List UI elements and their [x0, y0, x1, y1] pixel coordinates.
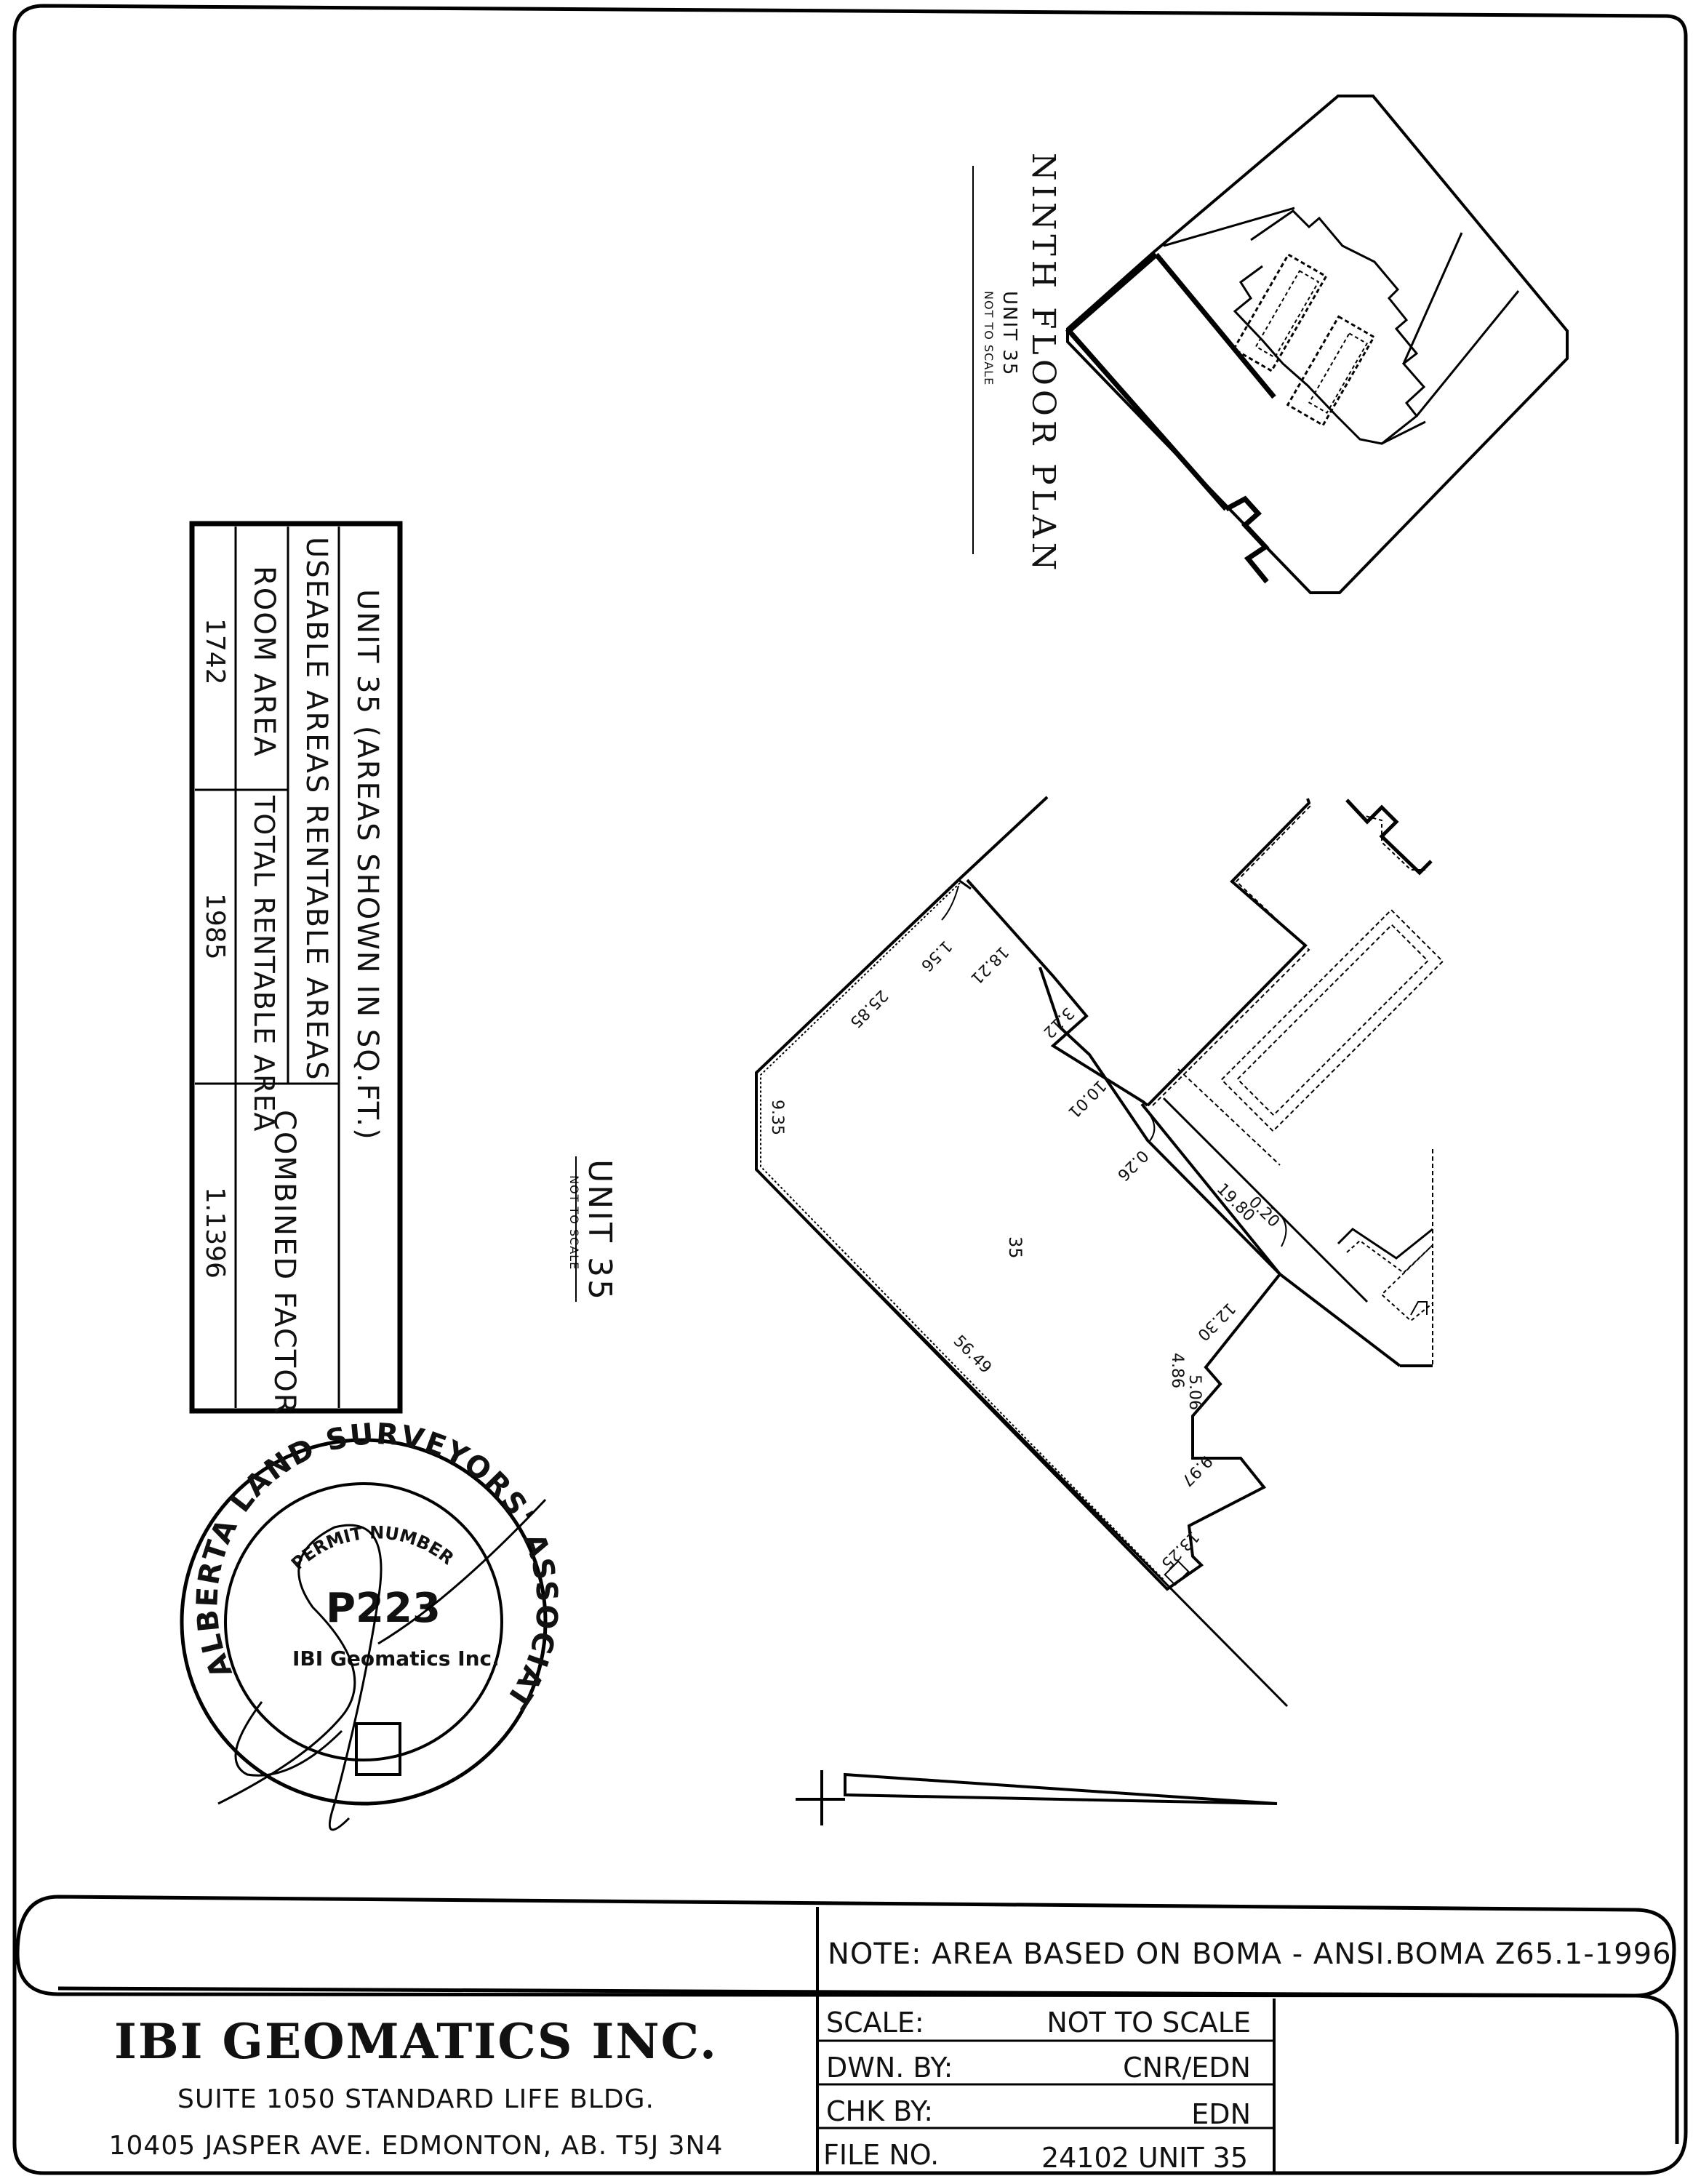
- dim-10-01: 10.01: [1064, 1076, 1109, 1121]
- unit-end-tick-2: [958, 879, 972, 890]
- dim-9-35: 9.35: [768, 1100, 786, 1135]
- unit-corridor-wall-1: [1177, 1068, 1281, 1166]
- unit-elevator-bank-2-dashed: [1346, 1239, 1433, 1322]
- seal-permit-number: P223: [326, 1585, 441, 1632]
- company-address-2: 10405 JASPER AVE. EDMONTON, AB. T5J 3N4: [109, 2131, 724, 2161]
- unit-corridor-wall-3: [1278, 1273, 1401, 1367]
- unit-elevator-bank-2: [1337, 1228, 1433, 1260]
- key-line-4: [1381, 420, 1426, 445]
- area-table-useable-header: USEABLE AREAS: [300, 537, 333, 794]
- file-no-value: 24102 UNIT 35: [1041, 2142, 1248, 2174]
- area-table-room-area-value: 1742: [200, 618, 230, 685]
- north-arrow-wedge: [844, 1772, 1278, 1805]
- unit-core-outline: [1146, 798, 1311, 1107]
- seal-outer-ring: [180, 1438, 548, 1806]
- title-block: NOTE: AREA BASED ON BOMA - ANSI.BOMA Z65…: [15, 1895, 1679, 2174]
- unit-plan-title-group: UNIT 35 NOT TO SCALE: [567, 1159, 618, 1302]
- scale-value: NOT TO SCALE: [1046, 2007, 1251, 2039]
- key-plan-title: NINTH FLOOR PLAN: [1025, 153, 1062, 575]
- unit-35-boundary-inner: [760, 882, 1164, 1580]
- key-elevator-4: [1308, 332, 1368, 414]
- unit-stair-top: [1345, 799, 1433, 876]
- unit-small-stair: [1410, 1301, 1428, 1316]
- dim-5-06: 5.06: [1185, 1375, 1204, 1410]
- unit-wall-long: [755, 1168, 1289, 1708]
- area-table: UNIT 35 (AREAS SHOWN IN SQ.FT.) USEABLE …: [189, 521, 403, 1415]
- key-line-3: [1415, 290, 1520, 417]
- area-table-factor-header: COMBINED FACTOR: [268, 1110, 301, 1415]
- unit-elevator-bank-1: [1220, 908, 1444, 1132]
- unit-wall-diagonal: [1140, 1103, 1281, 1276]
- key-wall-a: [1154, 252, 1276, 399]
- key-wall-c: [1225, 495, 1270, 584]
- unit-stair-top-dashed: [1359, 814, 1425, 871]
- drawn-by-value: CNR/EDN: [1123, 2052, 1251, 2084]
- unit-core-dashed: [1152, 805, 1311, 1106]
- unit-plan-title: UNIT 35: [581, 1159, 618, 1302]
- checked-by-value: EDN: [1191, 2098, 1251, 2130]
- unit-room-label: 35: [1005, 1236, 1025, 1259]
- checked-by-label: CHK BY:: [826, 2095, 933, 2127]
- key-line-1: [1163, 207, 1295, 247]
- dim-12-30: 12.30: [1193, 1299, 1238, 1344]
- seal-inner-ring: [224, 1482, 503, 1761]
- company-address-1: SUITE 1050 STANDARD LIFE BLDG.: [177, 2084, 655, 2114]
- area-table-total-rentable-label: TOTAL RENTABLE AREA: [248, 795, 280, 1132]
- leader-0-20: [1270, 1207, 1287, 1247]
- key-elevator-1: [1232, 252, 1328, 373]
- key-plan-subtitle: UNIT 35: [998, 291, 1020, 376]
- key-elevator-3: [1254, 270, 1320, 359]
- key-plan-title-group: NINTH FLOOR PLAN UNIT 35 NOT TO SCALE: [982, 153, 1062, 575]
- north-arrow: [796, 1770, 1278, 1825]
- area-table-factor-value: 1.1396: [200, 1187, 230, 1279]
- leader-0-26: [1142, 1106, 1156, 1143]
- key-line-2: [1402, 232, 1463, 364]
- dim-3-12: 3.12: [1039, 1004, 1077, 1041]
- permit-seal: ALBERTA LAND SURVEYORS' ASSOCIATION PERM…: [0, 0, 564, 1831]
- unit-wall-north: [966, 879, 1149, 1107]
- unit-corridor-wall-2: [1162, 1097, 1369, 1303]
- dim-1-56: 1.56: [917, 937, 955, 975]
- title-block-upper-band: [15, 1895, 1676, 1998]
- title-block-lower-band: [57, 1986, 1679, 2144]
- title-block-note: NOTE: AREA BASED ON BOMA - ANSI.BOMA Z65…: [828, 1937, 1672, 1971]
- area-table-total-rentable-value: 1985: [200, 893, 230, 960]
- unit-plan-scale-note: NOT TO SCALE: [567, 1175, 581, 1270]
- seal-logo-mark: [355, 1722, 401, 1776]
- dim-25-85: 25.85: [846, 986, 891, 1031]
- key-plan: [1065, 95, 1569, 594]
- sheet-border: [12, 4, 1688, 2175]
- signature-mark: [217, 1498, 547, 1831]
- unit-wall-top: [958, 796, 1049, 880]
- dim-13-25: 13.25: [1157, 1527, 1202, 1572]
- drawn-by-label: DWN. BY:: [826, 2052, 953, 2084]
- leader-1-56: [941, 885, 959, 921]
- seal-company: IBI Geomatics Inc.: [292, 1647, 500, 1671]
- area-table-title: UNIT 35 (AREAS SHOWN IN SQ.FT.): [351, 589, 384, 1141]
- key-wall-b: [1065, 252, 1228, 511]
- key-core: [1233, 209, 1426, 445]
- area-table-rentable-header: RENTABLE AREAS: [300, 804, 333, 1081]
- unit-plan: 35 1.56 18.21 25.85 3.12 10.01 9.35 0.26…: [755, 796, 1444, 1708]
- company-name: IBI GEOMATICS INC.: [114, 2013, 718, 2070]
- area-table-frame: [189, 521, 403, 1414]
- dim-18-21: 18.21: [966, 943, 1012, 988]
- area-table-room-area-label: ROOM AREA: [247, 566, 281, 758]
- unit-elevator-outer-1: [1220, 908, 1444, 1132]
- file-no-label: FILE NO.: [823, 2139, 939, 2171]
- key-plan-scale-note: NOT TO SCALE: [982, 291, 996, 385]
- key-plan-outline: [1066, 95, 1569, 594]
- scale-label: SCALE:: [826, 2007, 924, 2039]
- dim-4-86: 4.86: [1168, 1353, 1186, 1388]
- unit-end-tick-1: [1164, 1560, 1190, 1586]
- seal-association-text: ALBERTA LAND SURVEYORS' ASSOCIATION: [0, 0, 564, 1716]
- unit-elevator-inner-1: [1236, 924, 1429, 1116]
- seal-permit-label: PERMIT NUMBER: [287, 1522, 457, 1574]
- dim-0-26: 0.26: [1113, 1146, 1151, 1184]
